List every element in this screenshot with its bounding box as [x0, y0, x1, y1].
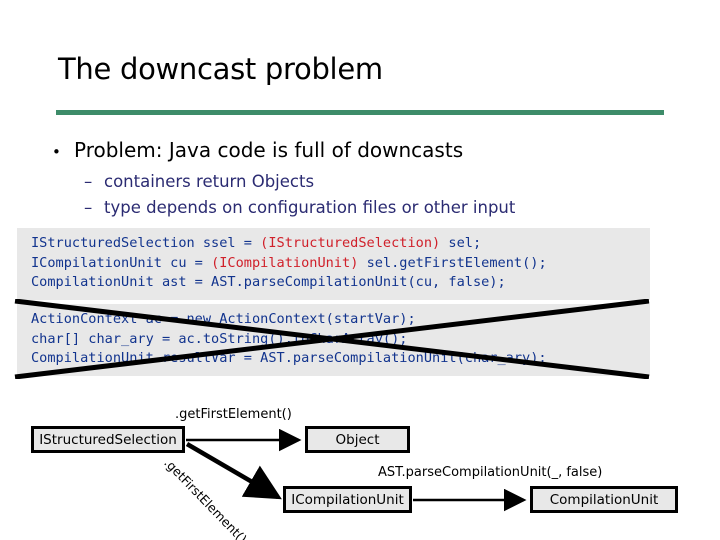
bullet-level2-0: –containers return Objects — [84, 172, 314, 191]
edge-label-getfirstelement-top: .getFirstElement() — [175, 407, 292, 422]
page-title: The downcast problem — [58, 52, 383, 86]
code-token: char[] char_ary = ac.toString().toCharAr… — [31, 330, 408, 347]
code-line: CompilationUnit ast = AST.parseCompilati… — [31, 273, 636, 293]
code-line: char[] char_ary = ac.toString().toCharAr… — [31, 330, 636, 350]
code-cast-token: (ICompilationUnit) — [211, 254, 359, 271]
code-line: ActionContext ac = new ActionContext(sta… — [31, 310, 636, 330]
type-flow-diagram — [0, 396, 720, 540]
bullet-level2-1: –type depends on configuration files or … — [84, 198, 515, 217]
node-object[interactable]: Object — [305, 426, 410, 453]
bullet-marker-icon: • — [52, 142, 61, 161]
code-cast-token: (IStructuredSelection) — [260, 235, 441, 251]
code-token: ActionContext ac = new ActionContext(sta… — [31, 311, 416, 327]
node-icompilationunit[interactable]: ICompilationUnit — [283, 486, 412, 513]
dash-marker-icon: – — [84, 172, 93, 191]
code-block-invalid: ActionContext ac = new ActionContext(sta… — [17, 304, 650, 376]
bullet-level1: • Problem: Java code is full of downcasts — [52, 138, 463, 162]
bullet-level2-0-text: containers return Objects — [104, 172, 315, 191]
node-istructuredselection[interactable]: IStructuredSelection — [31, 426, 185, 453]
code-block-working: IStructuredSelection ssel = (IStructured… — [17, 228, 650, 300]
dash-marker-icon: – — [84, 198, 93, 217]
code-token: sel; — [440, 235, 482, 251]
code-line: ICompilationUnit cu = (ICompilationUnit)… — [31, 254, 636, 274]
code-line: IStructuredSelection ssel = (IStructured… — [31, 234, 636, 254]
code-token: sel.getFirstElement(); — [358, 254, 547, 271]
code-token: IStructuredSelection ssel = — [31, 235, 261, 251]
code-token: CompilationUnit resultVar = AST.parseCom… — [31, 350, 547, 366]
code-line: CompilationUnit resultVar = AST.parseCom… — [31, 349, 636, 369]
code-token: CompilationUnit ast = AST.parseCompilati… — [31, 274, 506, 290]
diagram-arrows — [185, 428, 527, 512]
node-compilationunit[interactable]: CompilationUnit — [530, 486, 678, 513]
bullet-level1-text: Problem: Java code is full of downcasts — [74, 138, 464, 162]
bullet-level2-1-text: type depends on configuration files or o… — [104, 198, 516, 217]
edge-label-parsecompilationunit: AST.parseCompilationUnit(_, false) — [378, 465, 603, 480]
title-divider — [56, 110, 664, 115]
code-token: ICompilationUnit cu = — [31, 254, 212, 271]
